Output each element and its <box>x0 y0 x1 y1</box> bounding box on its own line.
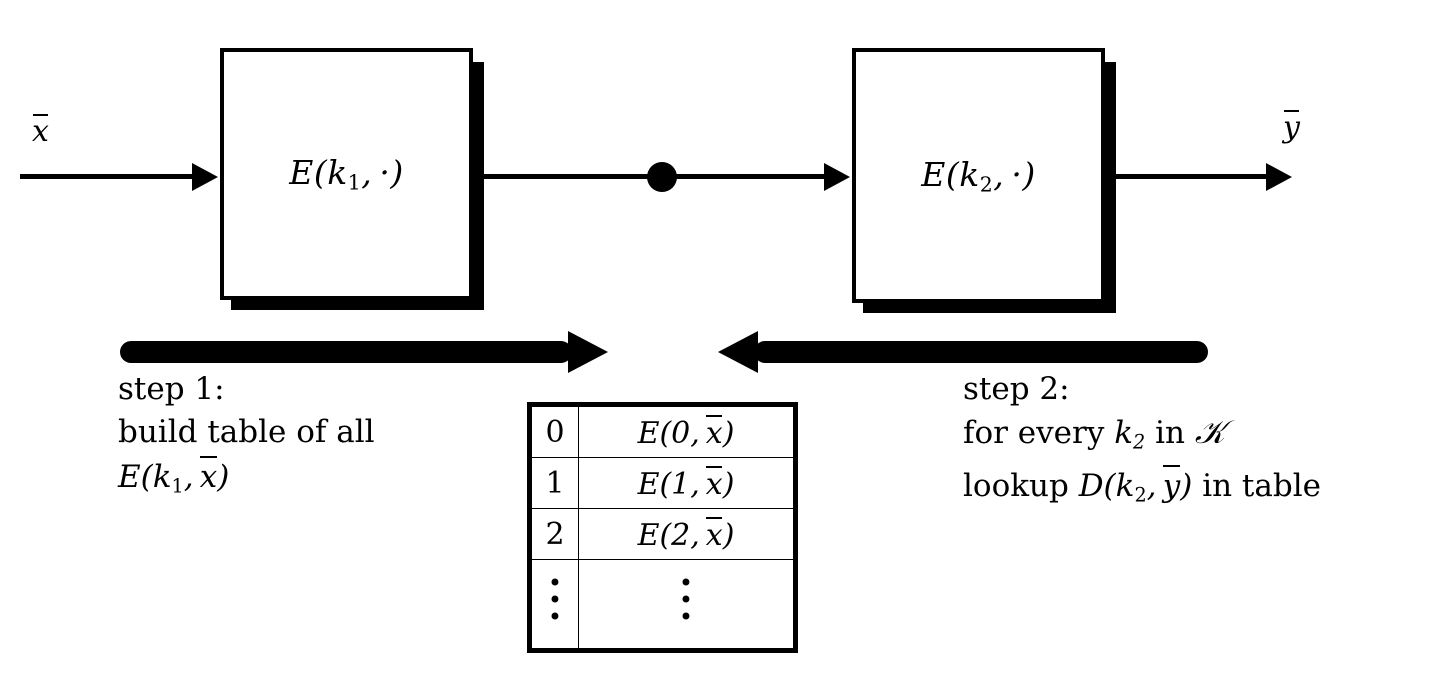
intermediate-value-node <box>647 162 677 192</box>
precomputed-table-body: 0 E(0, x) 1 E(1, x) 2 E(2, x) ••• ••• <box>531 406 794 649</box>
step-2-heading: step 2: <box>963 371 1070 407</box>
output-arrowhead <box>1266 163 1292 191</box>
input-label-xbar: x <box>32 113 49 149</box>
step-2-arrowhead <box>718 331 758 373</box>
output-wire <box>1105 174 1270 179</box>
step-2-line3: lookup D(k2, y) in table <box>963 463 1321 516</box>
first-cipher-box[interactable]: E(k1, ·) <box>220 48 473 300</box>
first-cipher-shadow-right <box>473 62 484 310</box>
step-2-line2: for every k2 in 𝒦 <box>963 413 1226 454</box>
output-label-ybar: y <box>1283 109 1300 145</box>
input-wire <box>20 174 195 179</box>
first-cipher-label: E(k1, ·) <box>289 153 404 195</box>
second-cipher-shadow-bottom <box>863 302 1116 313</box>
precomputed-table[interactable]: 0 E(0, x) 1 E(1, x) 2 E(2, x) ••• ••• <box>527 402 798 653</box>
table-cell-value-ellipsis: ••• <box>578 559 794 649</box>
table-cell-key: 1 <box>531 457 579 509</box>
table-row-ellipsis: ••• ••• <box>531 559 794 649</box>
step-1-arrow-shaft <box>120 341 572 363</box>
first-cipher-shadow-bottom <box>231 299 484 310</box>
second-cipher-shadow-right <box>1105 62 1116 313</box>
step-1-caption: step 1: build table of all E(k1, x) <box>118 368 375 507</box>
second-cipher-box[interactable]: E(k2, ·) <box>852 48 1105 303</box>
step-2-arrow-shaft <box>754 341 1208 363</box>
table-cell-value: E(0, x) <box>578 406 794 458</box>
step-1-line3: E(k1, x) <box>118 454 375 507</box>
step-1-line2: build table of all <box>118 414 375 450</box>
table-cell-key: 0 <box>531 406 579 458</box>
table-row: 2 E(2, x) <box>531 508 794 560</box>
intermediate-arrowhead <box>824 163 850 191</box>
step-2-caption: step 2: for every k2 in 𝒦 lookup D(k2, y… <box>963 368 1321 517</box>
table-row: 1 E(1, x) <box>531 457 794 509</box>
table-cell-value: E(2, x) <box>578 508 794 560</box>
step-1-heading: step 1: <box>118 371 225 407</box>
table-cell-value: E(1, x) <box>578 457 794 509</box>
table-cell-key-ellipsis: ••• <box>531 559 579 649</box>
step-2-arrow <box>718 331 1208 373</box>
input-arrowhead <box>192 163 218 191</box>
table-row: 0 E(0, x) <box>531 406 794 458</box>
step-1-arrowhead <box>568 331 608 373</box>
table-cell-key: 2 <box>531 508 579 560</box>
step-1-arrow <box>120 331 608 373</box>
second-cipher-label: E(k2, ·) <box>921 154 1036 197</box>
